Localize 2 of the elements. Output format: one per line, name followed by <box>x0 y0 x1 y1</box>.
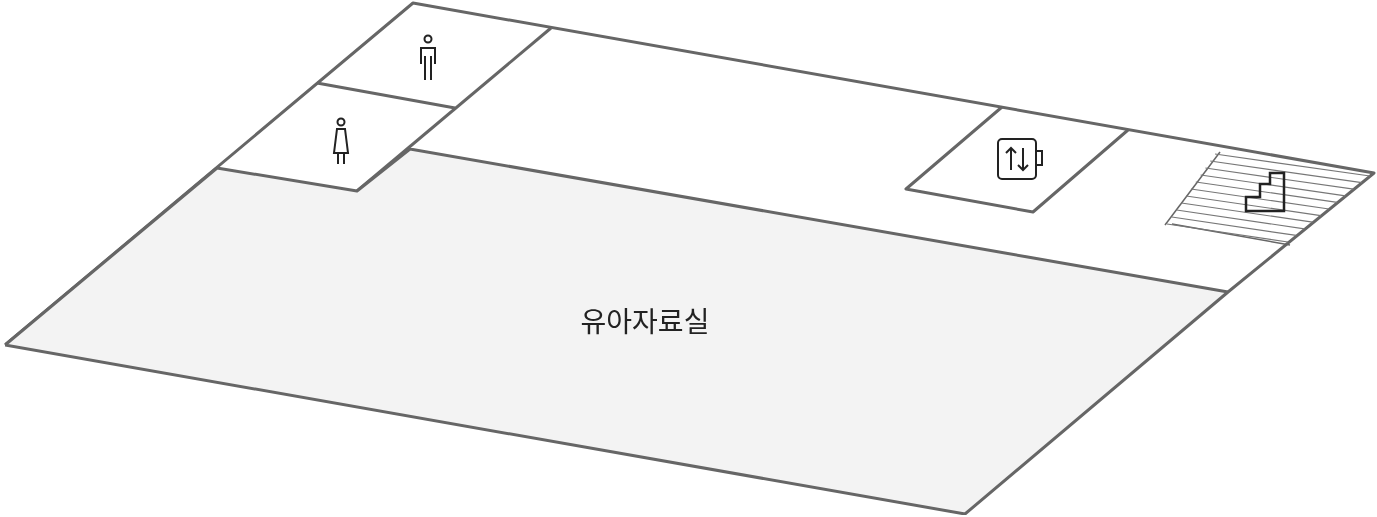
room-area <box>5 148 1229 515</box>
room-label: 유아자료실 <box>580 299 710 341</box>
